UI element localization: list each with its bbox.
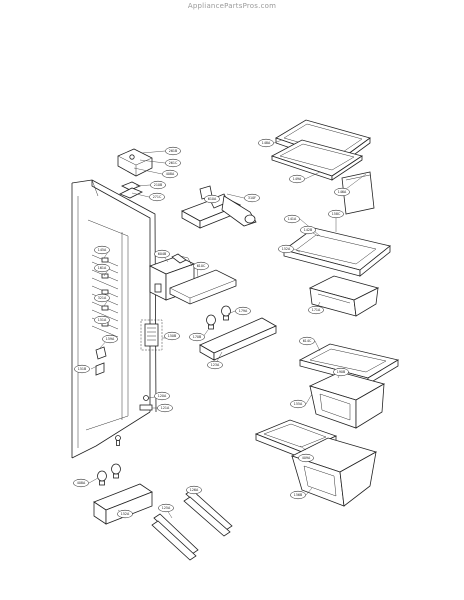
- callout-408a: 408A: [162, 169, 178, 179]
- shelf-divider: [341, 171, 375, 215]
- callout-150b: 150B: [164, 331, 180, 341]
- lower-cabinet-clips: [95, 346, 153, 411]
- svg-text:614C: 614C: [303, 339, 312, 343]
- callout-141a: 141A: [284, 214, 300, 224]
- svg-text:610A: 610A: [208, 197, 217, 201]
- svg-text:141A: 141A: [288, 217, 297, 221]
- light-cover-upper: [199, 317, 277, 361]
- svg-text:161A: 161A: [98, 266, 107, 270]
- light-bulb-upper: [206, 305, 231, 330]
- callout-190b: 190B: [333, 367, 349, 377]
- svg-text:148A: 148A: [262, 141, 271, 145]
- callout-158c: 158C: [328, 209, 344, 219]
- svg-text:155A: 155A: [294, 402, 303, 406]
- callout-408a-lower: 408A: [73, 478, 89, 488]
- top-shelf-glass: [270, 139, 363, 181]
- svg-text:190B: 190B: [337, 370, 346, 374]
- svg-text:142B: 142B: [304, 228, 313, 232]
- crisper-drawer-small: [308, 275, 380, 317]
- bottom-drawer: [290, 437, 378, 507]
- light-bulb-lower: [97, 463, 121, 486]
- svg-text:149A: 149A: [293, 177, 302, 181]
- svg-text:156B: 156B: [294, 493, 303, 497]
- callout-156b: 156B: [290, 490, 306, 500]
- callout-123a: 123A: [207, 360, 223, 370]
- svg-text:126A: 126A: [190, 488, 199, 492]
- drawer-rails: [151, 489, 233, 561]
- control-housing: [148, 253, 237, 305]
- svg-text:171A: 171A: [312, 308, 321, 312]
- svg-text:159A: 159A: [106, 337, 115, 341]
- callout-152a-lower: 152A: [117, 509, 133, 519]
- callout-149a: 149A: [289, 174, 305, 184]
- svg-text:179A: 179A: [239, 309, 248, 313]
- svg-text:151B: 151B: [78, 367, 87, 371]
- svg-text:310F: 310F: [248, 196, 256, 200]
- callout-310f: 310F: [244, 193, 260, 203]
- callout-148a: 148A: [258, 138, 274, 148]
- svg-text:145A: 145A: [98, 248, 107, 252]
- callout-161a: 161A: [94, 263, 110, 273]
- callout-labels: 261B 261C 408A 210B 271C 310F 610A 148A …: [73, 138, 350, 519]
- callout-151b: 151B: [74, 364, 90, 374]
- svg-text:321A: 321A: [98, 296, 107, 300]
- callout-146a: 146A: [334, 187, 350, 197]
- rail-bracket-top: [181, 185, 257, 229]
- callout-125a: 125A: [158, 503, 174, 513]
- callout-145a: 145A: [94, 245, 110, 255]
- watermark: AppliancePartsPros.com: [187, 2, 277, 10]
- svg-text:170B: 170B: [193, 335, 202, 339]
- light-cover-lower: [93, 483, 153, 525]
- callout-152a: 152A: [278, 244, 294, 254]
- actuator-assembly: [117, 148, 153, 199]
- callout-142b: 142B: [300, 225, 316, 235]
- callout-126a: 126A: [186, 485, 202, 495]
- callout-159a: 159A: [102, 334, 118, 344]
- svg-text:152A: 152A: [282, 247, 291, 251]
- cabinet-liner: [71, 179, 157, 459]
- svg-text:121A: 121A: [161, 406, 170, 410]
- svg-text:408A: 408A: [77, 481, 86, 485]
- callout-261b: 261B: [165, 146, 181, 156]
- svg-text:151A: 151A: [98, 318, 107, 322]
- callout-179a: 179A: [235, 306, 251, 316]
- callout-321a: 321A: [94, 293, 110, 303]
- vent-grille: [140, 319, 163, 351]
- screw-fastener: [115, 435, 121, 446]
- svg-text:261C: 261C: [169, 161, 178, 165]
- callout-610c: 610C: [193, 261, 209, 271]
- callout-604b: 604B: [154, 249, 170, 259]
- callout-271c: 271C: [149, 192, 165, 202]
- svg-text:120A: 120A: [158, 394, 167, 398]
- svg-text:604B: 604B: [158, 252, 167, 256]
- callout-261c: 261C: [165, 158, 181, 168]
- svg-text:210B: 210B: [154, 183, 163, 187]
- callout-409a: 409A: [298, 453, 314, 463]
- svg-text:150B: 150B: [168, 334, 177, 338]
- callout-210b: 210B: [150, 180, 166, 190]
- svg-text:408A: 408A: [166, 172, 175, 176]
- callout-151a: 151A: [94, 315, 110, 325]
- callout-171a: 171A: [308, 305, 324, 315]
- svg-text:409A: 409A: [302, 456, 311, 460]
- svg-text:146A: 146A: [338, 190, 347, 194]
- svg-text:123A: 123A: [211, 363, 220, 367]
- callout-155a: 155A: [290, 399, 306, 409]
- svg-text:271C: 271C: [153, 195, 162, 199]
- callout-170b: 170B: [189, 332, 205, 342]
- svg-text:125A: 125A: [162, 506, 171, 510]
- callout-121a: 121A: [157, 403, 173, 413]
- svg-text:158C: 158C: [332, 212, 341, 216]
- callout-614c: 614C: [299, 336, 315, 346]
- svg-text:152A: 152A: [121, 512, 130, 516]
- callout-120a: 120A: [154, 391, 170, 401]
- svg-text:261B: 261B: [169, 149, 178, 153]
- svg-text:610C: 610C: [197, 264, 206, 268]
- crisper-cover: [283, 227, 391, 277]
- crisper-drawer-large: [308, 371, 386, 429]
- callout-610a: 610A: [204, 194, 220, 204]
